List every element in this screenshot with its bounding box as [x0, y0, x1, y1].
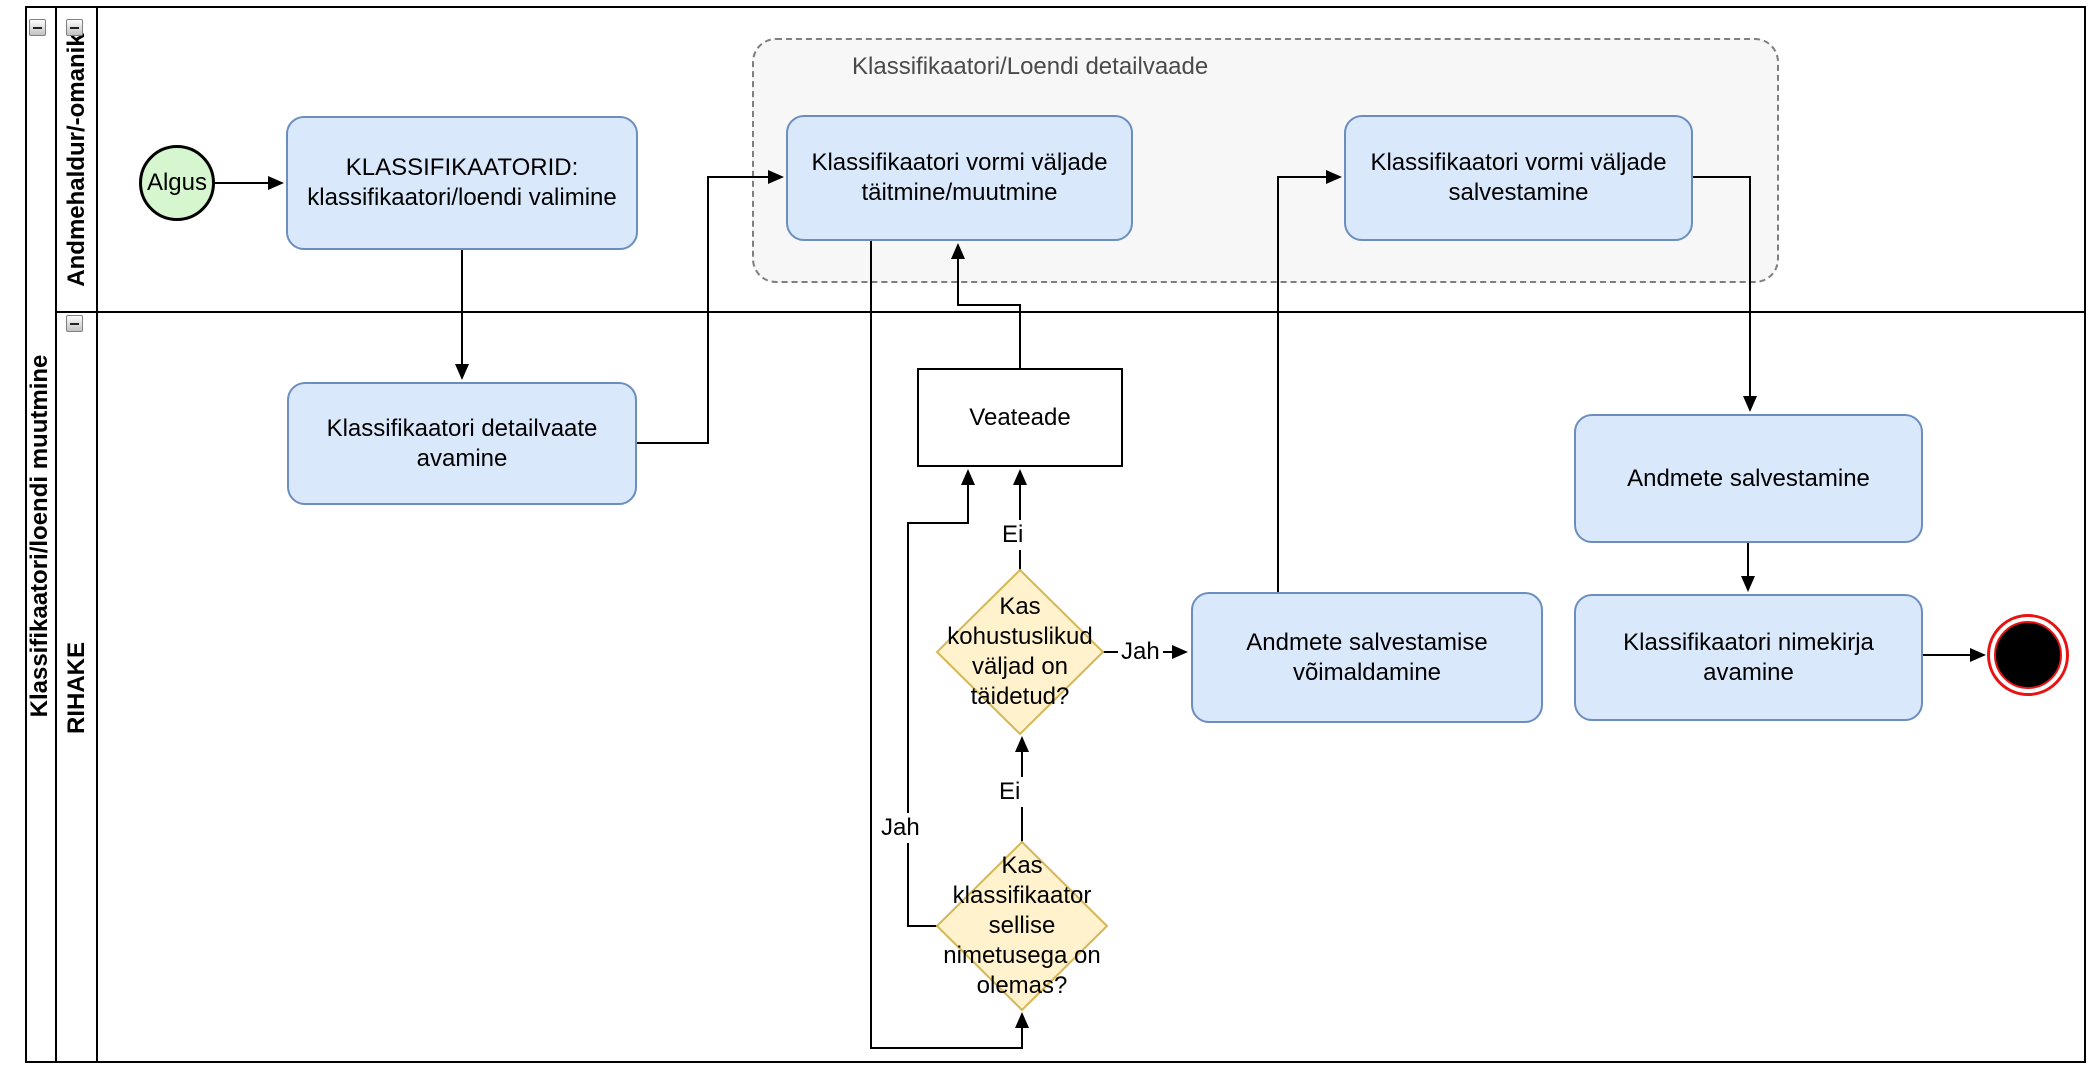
task-voimaldamine-label: Andmete salvestamise võimaldamine — [1246, 628, 1488, 686]
edge-label-nimetusega-jah: Jah — [878, 813, 923, 843]
task-nimekirja-avamine[interactable]: Klassifikaatori nimekirja avamine — [1574, 594, 1923, 721]
pool-border — [25, 6, 2086, 1063]
start-event[interactable]: Algus — [139, 145, 215, 221]
group-title: Klassifikaatori/Loendi detailvaade — [852, 53, 1209, 80]
box-veateade-label: Veateade — [969, 403, 1071, 431]
task-voimaldamine[interactable]: Andmete salvestamise võimaldamine — [1191, 592, 1543, 723]
lane2-collapse-button[interactable] — [66, 315, 83, 332]
box-veateade[interactable]: Veateade — [917, 368, 1123, 467]
task-valimine[interactable]: KLASSIFIKAATORID: klassifikaatori/loendi… — [286, 116, 638, 250]
minus-icon — [70, 323, 79, 325]
pool-title-divider — [55, 6, 57, 1063]
pool-collapse-button[interactable] — [29, 19, 46, 36]
edge-label-kohustuslikud-jah: Jah — [1118, 637, 1163, 667]
minus-icon — [33, 27, 42, 29]
end-event-core — [1994, 621, 2062, 689]
task-andmete-salvestamine[interactable]: Andmete salvestamine — [1574, 414, 1923, 543]
task-vormi-salvestamine[interactable]: Klassifikaatori vormi väljade salvestami… — [1344, 115, 1693, 241]
lane-title-andmehaldur: Andmehaldur/-omanik — [63, 33, 90, 287]
task-taitmine-label: Klassifikaatori vormi väljade täitmine/m… — [811, 149, 1108, 206]
decision-kohustuslikud-label: Kas kohustuslikud väljad on täidetud? — [947, 593, 1093, 710]
task-nimekirja-avamine-label: Klassifikaatori nimekirja avamine — [1623, 628, 1874, 686]
task-taitmine[interactable]: Klassifikaatori vormi väljade täitmine/m… — [786, 115, 1133, 241]
task-detailvaate-avamine-label: Klassifikaatori detailvaate avamine — [326, 414, 598, 472]
lane1-collapse-button[interactable] — [66, 19, 83, 36]
edge-label-nimetusega-ei: Ei — [996, 777, 1024, 807]
task-detailvaate-avamine[interactable]: Klassifikaatori detailvaate avamine — [287, 382, 637, 505]
pool-title: Klassifikaatori/loendi muutmine — [26, 354, 53, 718]
task-valimine-label: KLASSIFIKAATORID: klassifikaatori/loendi… — [307, 154, 617, 211]
end-event[interactable] — [1987, 614, 2069, 696]
task-vormi-salvestamine-label: Klassifikaatori vormi väljade salvestami… — [1370, 149, 1667, 206]
task-andmete-salvestamine-label: Andmete salvestamine — [1627, 464, 1870, 492]
lane-title-rihake: RIHAKE — [63, 642, 90, 735]
decision-nimetusega-label: Kas klassifikaator sellise nimetusega on… — [943, 852, 1101, 999]
start-event-label: Algus — [146, 169, 208, 196]
lane-title-divider — [96, 6, 98, 1063]
minus-icon — [70, 27, 79, 29]
lane-separator — [56, 311, 2086, 313]
edge-label-kohustuslikud-ei: Ei — [999, 520, 1027, 550]
